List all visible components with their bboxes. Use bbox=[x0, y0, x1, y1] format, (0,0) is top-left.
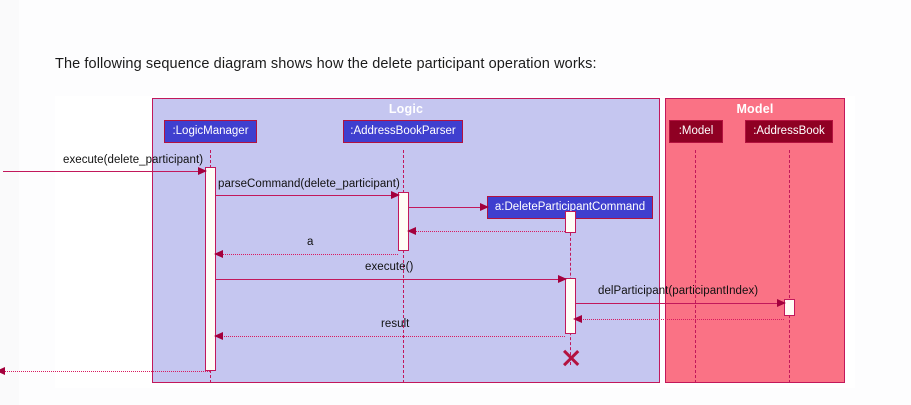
participant-label-model: :Model bbox=[678, 124, 714, 137]
message-arrow-parse-command bbox=[391, 190, 400, 199]
message-line-execute bbox=[216, 279, 565, 280]
lifeline-model bbox=[695, 150, 696, 383]
page-left-gutter bbox=[0, 0, 19, 405]
message-line-final-return bbox=[3, 371, 210, 372]
sequence-diagram: Logic Model :LogicManager :AddressBookPa… bbox=[0, 96, 855, 388]
message-arrow-a bbox=[214, 249, 223, 258]
group-label-logic: Logic bbox=[388, 102, 424, 116]
message-label-a: a bbox=[307, 236, 314, 248]
activation-logicmanager bbox=[205, 167, 216, 371]
participant-model[interactable]: :Model bbox=[669, 120, 723, 143]
participant-parser[interactable]: :AddressBookParser bbox=[343, 120, 463, 143]
participant-label-command: a:DeleteParticipantCommand bbox=[494, 200, 646, 213]
participant-label-logicmanager: :LogicManager bbox=[172, 124, 249, 137]
lifeline-parser bbox=[403, 150, 404, 383]
participant-label-parser: :AddressBookParser bbox=[350, 124, 456, 137]
message-arrow-del-participant bbox=[777, 298, 786, 307]
message-line-a bbox=[221, 254, 398, 255]
message-arrow-execute-delete-participant bbox=[198, 166, 207, 175]
message-line-addressbook-return bbox=[579, 319, 784, 320]
message-arrow-result bbox=[214, 331, 223, 340]
message-arrow-create-command bbox=[480, 202, 489, 211]
message-line-command-return bbox=[412, 231, 565, 232]
message-arrow-command-return bbox=[407, 226, 416, 235]
activation-command-create bbox=[565, 211, 576, 233]
message-line-create-command bbox=[409, 207, 487, 208]
activation-addressbook bbox=[784, 299, 795, 316]
message-label-del-participant: delParticipant(participantIndex) bbox=[598, 285, 759, 297]
message-arrow-addressbook-return bbox=[573, 314, 582, 323]
participant-logicmanager[interactable]: :LogicManager bbox=[164, 120, 257, 143]
message-label-execute: execute() bbox=[365, 261, 414, 273]
message-line-result bbox=[221, 336, 565, 337]
message-line-del-participant bbox=[576, 303, 784, 304]
participant-addressbook[interactable]: :AddressBook bbox=[745, 120, 833, 143]
message-arrow-final-return bbox=[0, 366, 5, 375]
lifeline-addressbook bbox=[789, 150, 790, 383]
activation-parser bbox=[398, 192, 409, 251]
message-arrow-execute bbox=[558, 274, 567, 283]
message-label-result: result bbox=[381, 318, 410, 330]
group-label-model: Model bbox=[736, 102, 774, 116]
message-line-parse-command bbox=[216, 195, 398, 196]
activation-command-execute bbox=[565, 278, 576, 334]
destruction-x-icon bbox=[561, 348, 581, 368]
intro-paragraph: The following sequence diagram shows how… bbox=[55, 56, 597, 72]
message-label-parse-command: parseCommand(delete_participant) bbox=[218, 178, 400, 190]
message-label-execute-delete-participant: execute(delete_participant) bbox=[63, 154, 204, 166]
message-line-execute-delete-participant bbox=[3, 171, 205, 172]
participant-label-addressbook: :AddressBook bbox=[753, 124, 825, 137]
